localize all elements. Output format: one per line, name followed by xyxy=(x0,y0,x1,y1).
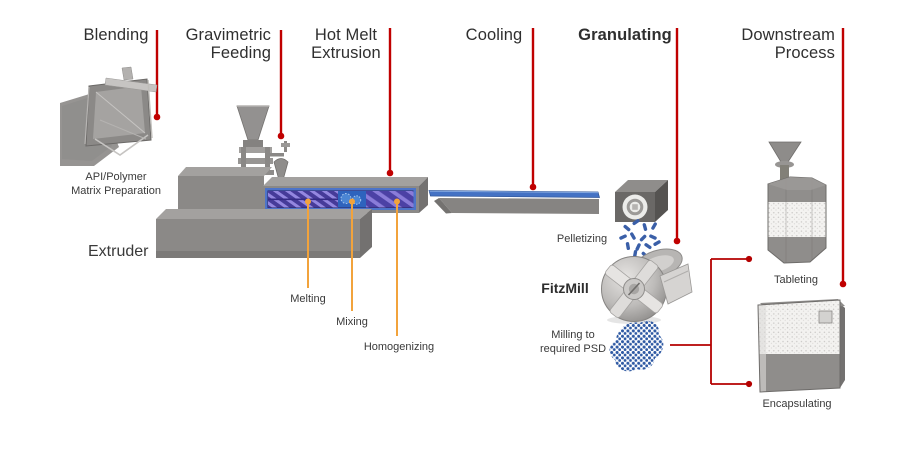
leader-dot-extrusion xyxy=(386,169,394,177)
stage-title-cooling: Cooling xyxy=(465,26,523,44)
zone-dots xyxy=(305,198,400,205)
leader-dot-feeding xyxy=(277,132,285,140)
zone-label-mixing: Mixing xyxy=(336,316,368,328)
encapsulating-label: Encapsulating xyxy=(762,398,832,410)
leader-dot-granulating xyxy=(673,237,681,245)
extruder-label: Extruder xyxy=(88,243,149,260)
milling-caption-line1: Milling to xyxy=(551,329,595,341)
encapsulating-machine-illustration xyxy=(757,299,845,393)
leader-dot-downstream xyxy=(839,280,847,288)
stage-title-feeding: Gravimetric Feeding xyxy=(186,26,271,62)
stage-title-feeding-line2: Feeding xyxy=(210,44,271,62)
bracket-connector xyxy=(670,258,746,385)
stage-title-extrusion-line2: Extrusion xyxy=(311,44,381,62)
leader-dot-blending xyxy=(153,113,161,121)
leader-lines xyxy=(155,28,845,282)
fitzmill-illustration xyxy=(601,248,693,324)
zone-label-melting: Melting xyxy=(290,293,326,305)
barrel-window xyxy=(265,188,416,210)
extruder-illustration xyxy=(156,167,428,258)
stage-title-extrusion: Hot Melt Extrusion xyxy=(311,26,381,62)
blender-caption: API/Polymer Matrix Preparation xyxy=(71,171,161,198)
bracket-dot-encapsulating xyxy=(745,380,753,388)
zone-dot-homogenizing xyxy=(394,198,400,205)
blender-illustration xyxy=(60,66,158,166)
tableting-label: Tableting xyxy=(773,274,819,286)
stage-title-feeding-line1: Gravimetric xyxy=(185,26,271,44)
milling-caption-line2: required PSD xyxy=(539,342,607,355)
stage-title-downstream-line1: Downstream xyxy=(741,26,835,44)
blender-caption-line2: Matrix Preparation xyxy=(71,184,161,197)
bracket-dot-tableting xyxy=(745,255,753,263)
stage-title-granulating: Granulating xyxy=(578,26,672,44)
fitzmill-label: FitzMill xyxy=(541,280,589,296)
leader-dot-cooling xyxy=(529,183,537,191)
conveyor-illustration xyxy=(428,190,600,214)
tableting-machine-illustration xyxy=(767,141,827,264)
milling-caption: Milling to required PSD xyxy=(540,329,606,356)
zone-markers xyxy=(307,204,398,336)
stage-title-downstream-line2: Process xyxy=(774,44,835,62)
leader-dots xyxy=(153,113,847,288)
stage-title-blending: Blending xyxy=(83,26,149,44)
stage-title-downstream: Downstream Process xyxy=(741,26,835,62)
blender-caption-line1: API/Polymer xyxy=(85,171,147,183)
pellet-scatter xyxy=(619,219,661,259)
zone-dot-melting xyxy=(305,198,311,205)
granule-pile xyxy=(609,320,664,372)
stage-title-extrusion-line1: Hot Melt xyxy=(314,26,378,44)
zone-dot-mixing xyxy=(349,198,355,205)
pelletizer-illustration xyxy=(615,180,668,222)
pelletizing-label: Pelletizing xyxy=(556,233,608,245)
zone-label-homogenizing: Homogenizing xyxy=(363,341,435,353)
